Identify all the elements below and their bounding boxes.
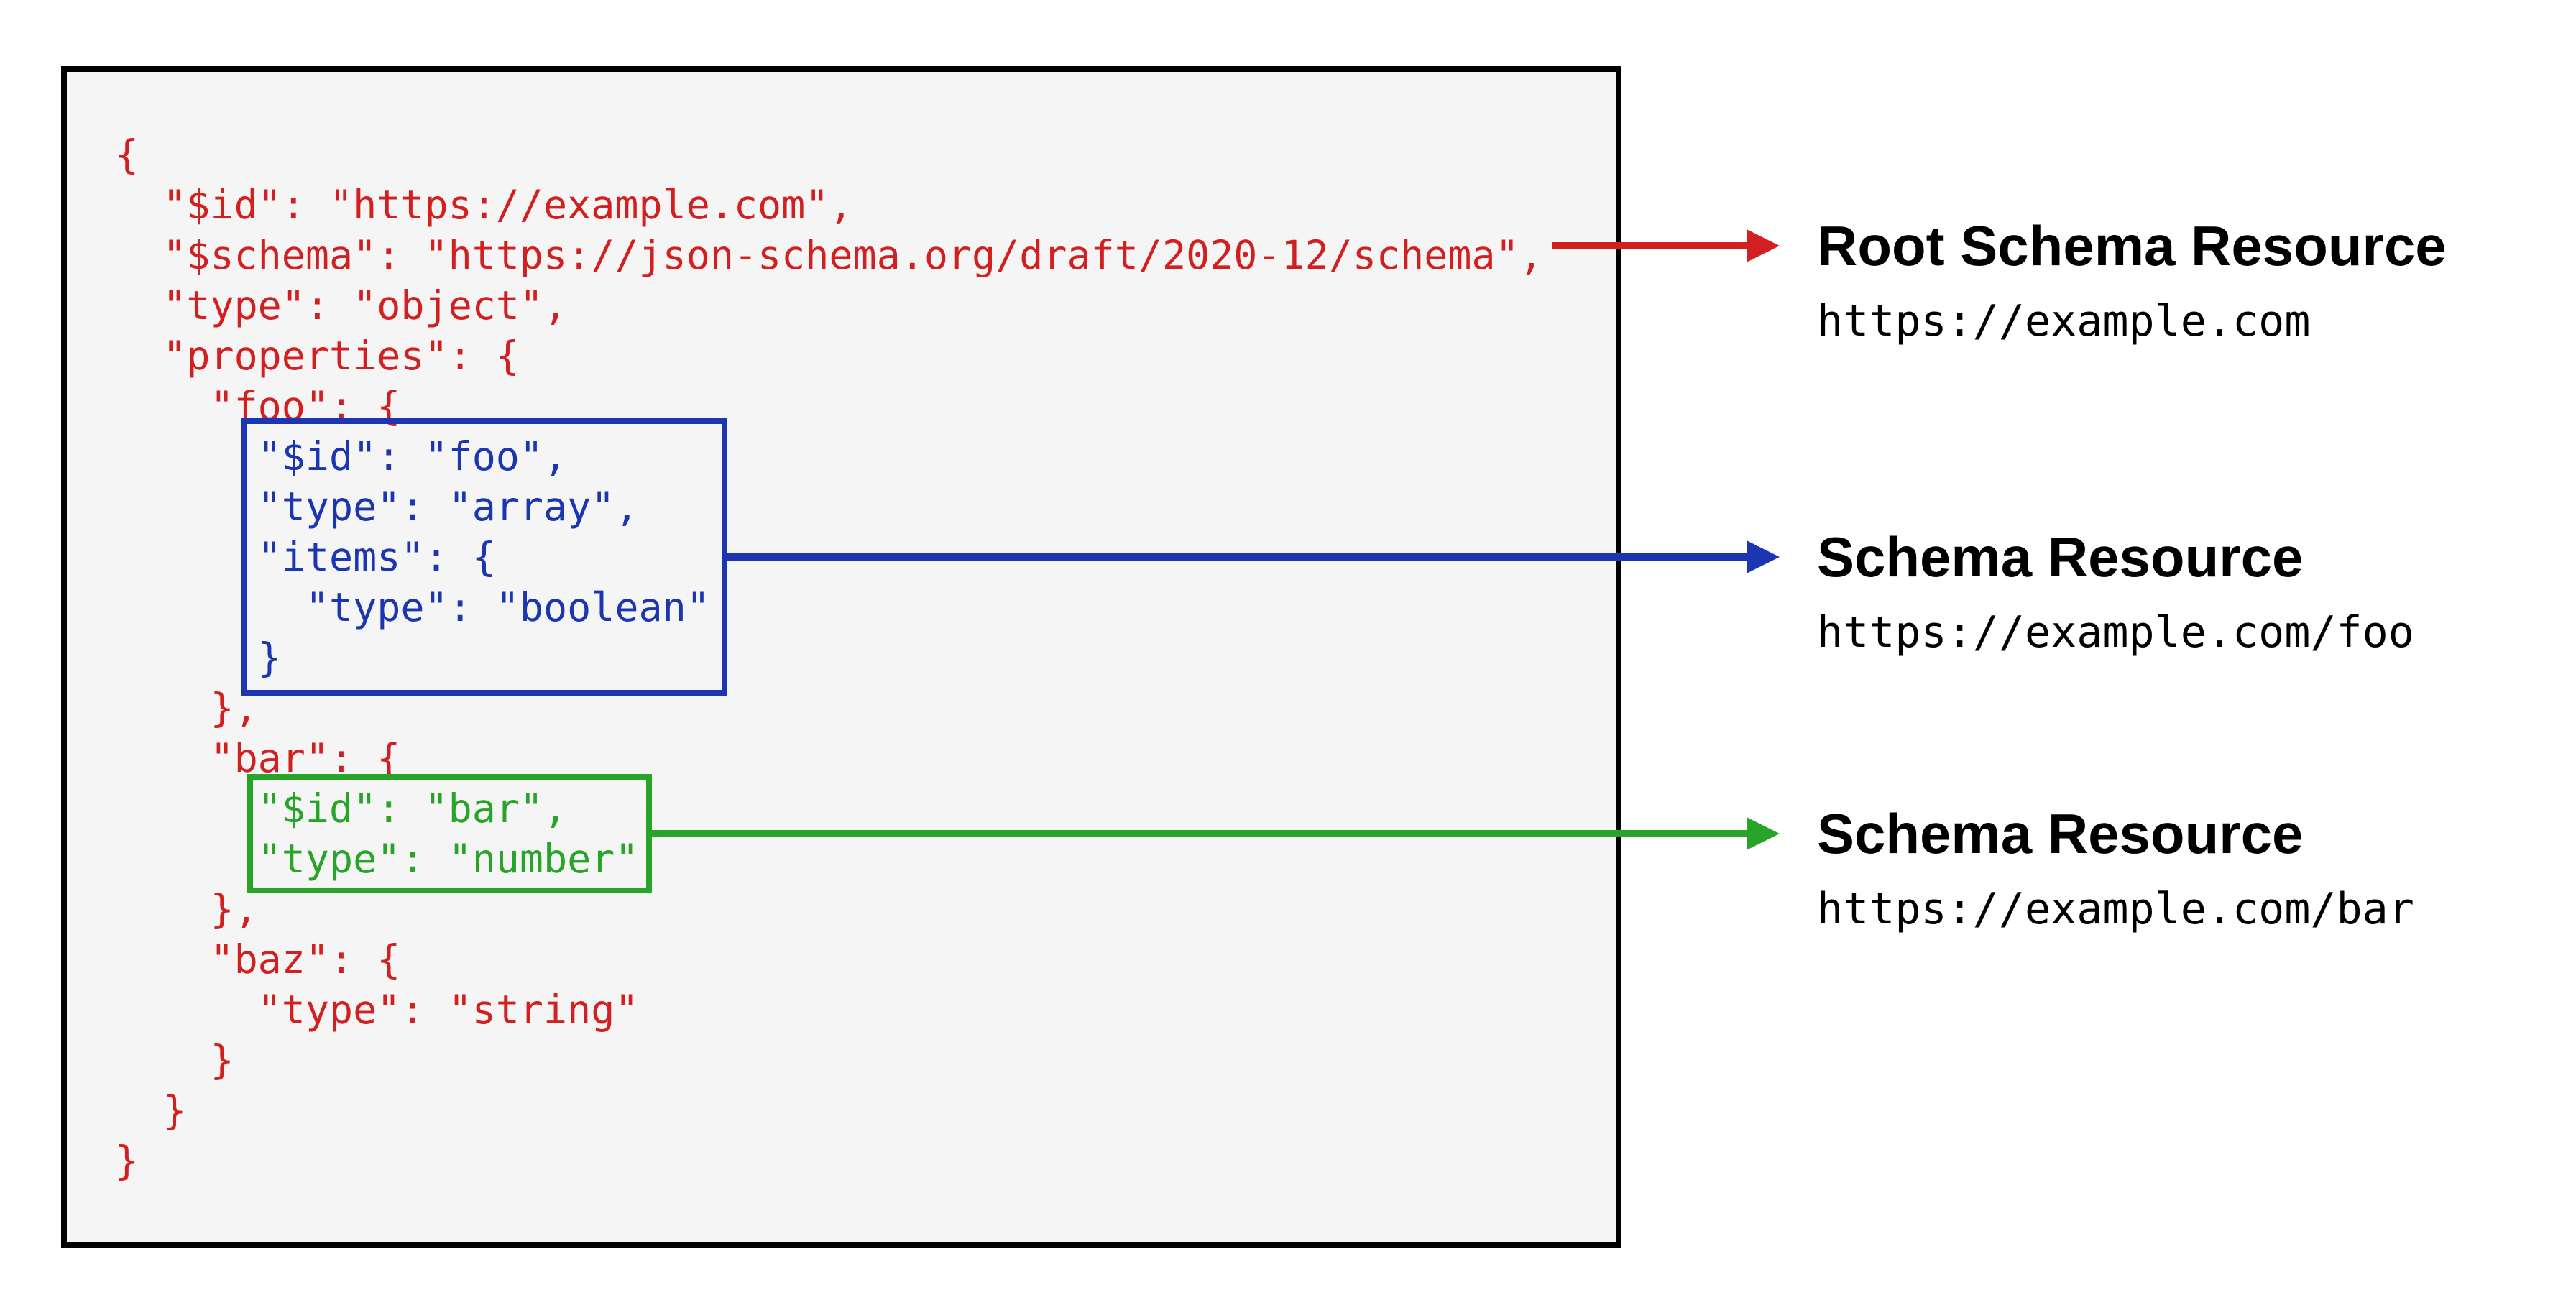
code-line: "$id": "bar", xyxy=(115,785,568,831)
schema-code-panel xyxy=(61,66,1622,1248)
code-line: "baz": { xyxy=(115,936,401,982)
code-line: } xyxy=(115,1087,187,1133)
bar-schema-arrow-head xyxy=(1747,817,1780,850)
json-schema-code: { "$id": "https://example.com", "$schema… xyxy=(115,129,1543,1186)
code-line: "$id": "https://example.com", xyxy=(115,182,853,228)
callout-foo-schema: Schema Resource https://example.com/foo xyxy=(1817,525,2414,658)
code-line: "properties": { xyxy=(115,333,520,379)
code-line: } xyxy=(115,1138,139,1184)
code-line: } xyxy=(115,1037,234,1083)
callout-url: https://example.com xyxy=(1817,296,2311,346)
foo-schema-arrow-line xyxy=(727,553,1748,561)
code-line: "$id": "foo", xyxy=(115,433,568,479)
code-line: "items": { xyxy=(115,534,496,580)
code-line: "type": "number" xyxy=(115,836,639,882)
code-line: "type": "boolean" xyxy=(115,584,710,630)
code-line: "type": "array", xyxy=(115,484,639,530)
code-line: { xyxy=(115,132,139,178)
code-line: "type": "string" xyxy=(115,987,639,1033)
code-line: }, xyxy=(115,886,258,932)
callout-url: https://example.com/foo xyxy=(1817,607,2414,658)
bar-schema-resource-box xyxy=(247,774,652,893)
code-line: "$schema": "https://json-schema.org/draf… xyxy=(115,232,1543,278)
foo-schema-resource-box xyxy=(242,418,727,696)
callout-bar-schema: Schema Resource https://example.com/bar xyxy=(1817,801,2414,935)
callout-title: Schema Resource xyxy=(1817,525,2304,589)
code-line: "type": "object", xyxy=(115,282,568,328)
code-line: } xyxy=(115,635,282,681)
callout-title: Schema Resource xyxy=(1817,802,2304,865)
code-line: "bar": { xyxy=(115,735,401,781)
bar-schema-arrow-line xyxy=(652,830,1748,837)
root-schema-arrow-head xyxy=(1747,229,1780,262)
foo-schema-arrow-head xyxy=(1747,540,1780,573)
callout-url: https://example.com/bar xyxy=(1817,884,2414,934)
callout-root-schema: Root Schema Resource https://example.com xyxy=(1817,213,2447,347)
root-schema-arrow-line xyxy=(1552,242,1748,249)
callout-title: Root Schema Resource xyxy=(1817,214,2447,277)
